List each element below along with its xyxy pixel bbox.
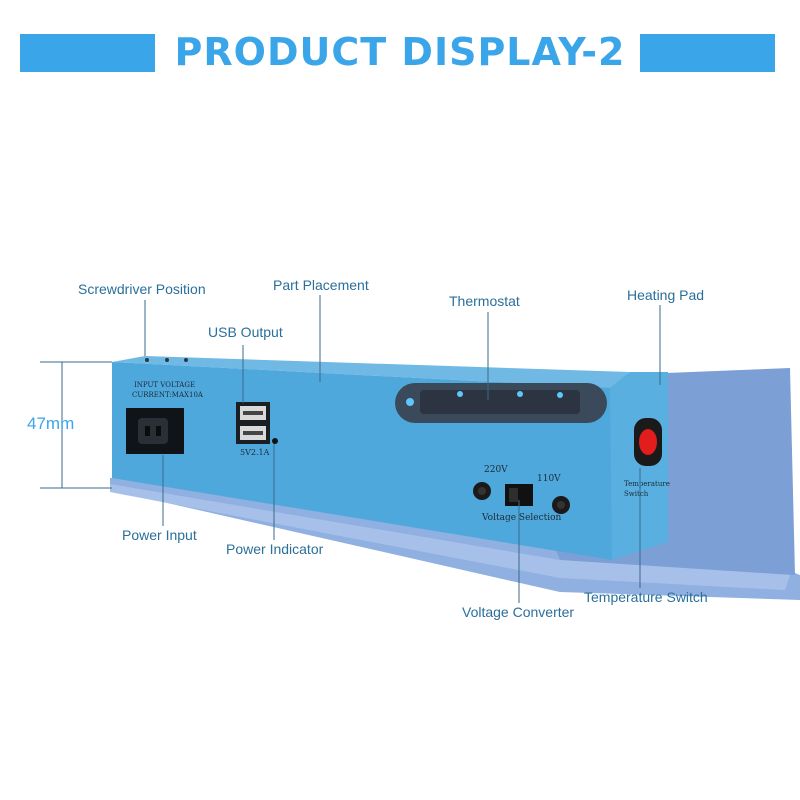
- svg-text:CURRENT:MAX10A: CURRENT:MAX10A: [132, 391, 204, 399]
- svg-text:5V2.1A: 5V2.1A: [240, 448, 270, 457]
- svg-text:Temperature: Temperature: [624, 480, 670, 488]
- label-power-input: Power Input: [122, 527, 197, 543]
- page-title: PRODUCT DISPLAY-2: [174, 30, 626, 74]
- banner-bar-right: [640, 34, 775, 72]
- label-thermostat: Thermostat: [449, 293, 520, 309]
- device-top: [112, 356, 630, 388]
- svg-text:110V: 110V: [537, 474, 561, 484]
- led-indicator-icon: [272, 438, 278, 444]
- banner-bar-left: [20, 34, 155, 72]
- label-temperature-switch: Temperature Switch: [584, 589, 708, 605]
- label-part-placement: Part Placement: [273, 277, 369, 293]
- svg-text:Switch: Switch: [624, 490, 649, 498]
- label-screwdriver-position: Screwdriver Position: [78, 281, 206, 297]
- label-voltage-converter: Voltage Converter: [462, 604, 575, 620]
- height-dimension: 47mm: [27, 414, 75, 433]
- label-usb-output: USB Output: [208, 324, 283, 340]
- svg-text:220V: 220V: [484, 465, 508, 475]
- label-heating-pad: Heating Pad: [627, 287, 705, 303]
- device-end: [610, 372, 668, 560]
- dimension-marker: [40, 361, 112, 489]
- heating-pad-edge: [110, 484, 790, 590]
- label-power-indicator: Power Indicator: [226, 541, 324, 557]
- svg-text:Voltage Selection: Voltage Selection: [481, 513, 562, 523]
- svg-text:INPUT VOLTAGE: INPUT VOLTAGE: [134, 381, 195, 389]
